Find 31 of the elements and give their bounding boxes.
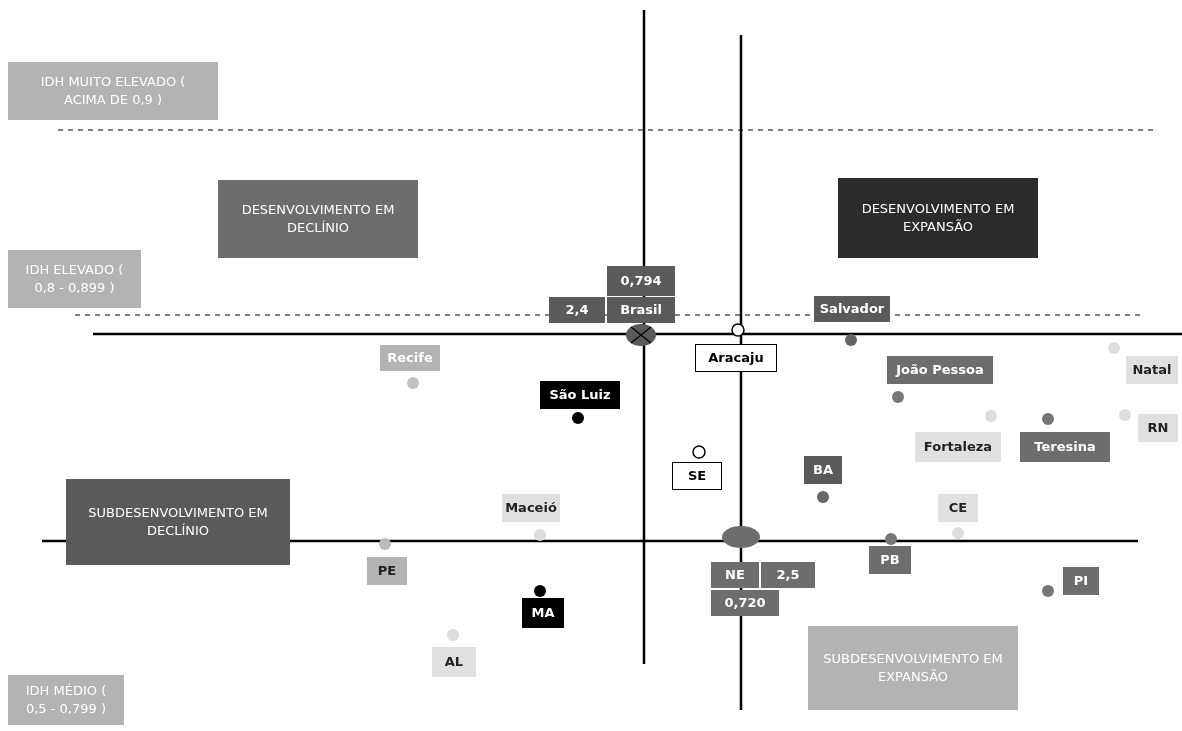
value-label: NE <box>711 562 759 588</box>
category-label: IDH MÉDIO ( 0,5 - 0,799 ) <box>8 675 124 725</box>
value-label: AL <box>432 647 476 677</box>
value-label: PE <box>367 557 407 585</box>
quadrant-label: SUBDESENVOLVIMENTO EM EXPANSÃO <box>808 626 1018 710</box>
value-label: 2,4 <box>549 297 605 323</box>
category-label: IDH ELEVADO ( 0,8 - 0,899 ) <box>8 250 141 308</box>
value-label: Fortaleza <box>915 432 1001 462</box>
value-label: Teresina <box>1020 432 1110 462</box>
value-label: RN <box>1138 414 1178 442</box>
value-label: João Pessoa <box>887 356 993 384</box>
value-label: MA <box>522 598 564 628</box>
value-label: Brasil <box>607 297 675 323</box>
value-label: Maceió <box>502 494 560 522</box>
quadrant-label: DESENVOLVIMENTO EM EXPANSÃO <box>838 178 1038 258</box>
value-label: Recife <box>380 345 440 371</box>
value-label: PI <box>1063 567 1099 595</box>
quadrant-label: DESENVOLVIMENTO EM DECLÍNIO <box>218 180 418 258</box>
value-label: São Luiz <box>540 381 620 409</box>
value-label: 0,720 <box>711 590 779 616</box>
quadrant-label: SUBDESENVOLVIMENTO EM DECLÍNIO <box>66 479 290 565</box>
value-label: 2,5 <box>761 562 815 588</box>
value-label: BA <box>804 456 842 484</box>
value-label: Salvador <box>814 296 890 322</box>
value-label: 0,794 <box>607 266 675 296</box>
value-label: Natal <box>1126 356 1178 384</box>
value-label: CE <box>938 494 978 522</box>
category-label: IDH MUITO ELEVADO ( ACIMA DE 0,9 ) <box>8 62 218 120</box>
value-label: SE <box>672 462 722 490</box>
value-label: Aracaju <box>695 344 777 372</box>
value-label: PB <box>869 546 911 574</box>
